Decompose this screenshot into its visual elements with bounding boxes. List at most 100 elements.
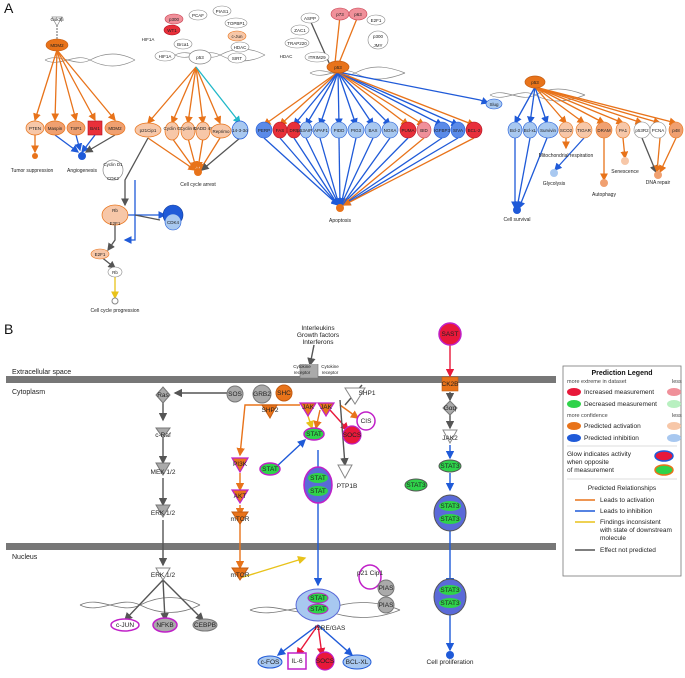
node-pias1: PIAS1 bbox=[216, 9, 229, 14]
dna-helix-icon bbox=[44, 48, 586, 102]
node-cytokine-receptor-1: Cytokine bbox=[293, 364, 311, 369]
node-pig3: PIG3 bbox=[351, 128, 362, 133]
legend-pred-activation: Predicted activation bbox=[584, 423, 641, 430]
node-socs-a: SOCS bbox=[343, 432, 362, 439]
node-ptp1b: PTP1B bbox=[337, 483, 358, 490]
node-mdm2: MDM2 bbox=[108, 126, 122, 131]
outcome-autophagy: Autophagy bbox=[592, 192, 616, 198]
node-reprimo: Reprimo bbox=[212, 129, 230, 134]
label-cytoplasm: Cytoplasm bbox=[12, 389, 45, 396]
node-cyclin-g: Cyclin G bbox=[163, 126, 181, 131]
node-pi3k: PI3K bbox=[233, 461, 248, 468]
node-siva: SIVA bbox=[453, 128, 463, 133]
node-mek12: MEK 1/2 bbox=[151, 469, 176, 476]
node-jmy: JMY bbox=[374, 43, 383, 48]
node-cyclin-k: Cyclin K bbox=[180, 126, 197, 131]
legend-rel-activation: Leads to activation bbox=[600, 497, 655, 504]
legend-more-confidence: more confidence bbox=[567, 413, 608, 419]
node-bclxl-b: BCL-XL bbox=[346, 659, 369, 666]
node-p53-a: p53 bbox=[196, 55, 204, 60]
node-p21cip1: p21Cip1 bbox=[140, 128, 157, 133]
node-hdac: HDAC bbox=[234, 45, 248, 50]
legend-less-2: less bbox=[672, 413, 682, 419]
node-grb2: GRB2 bbox=[253, 391, 271, 398]
node-e2f1-a: E2F1 bbox=[110, 221, 121, 226]
legend-rel-inconsistent-2: with state of downstream bbox=[599, 527, 672, 534]
dna-helix-icon bbox=[79, 597, 401, 618]
node-apaf1: APAF1 bbox=[314, 128, 328, 133]
node-stat3-c2: STAT3 bbox=[440, 516, 460, 523]
outcome-mitochondrial-respiration: Mitochondrial respiration bbox=[539, 153, 594, 159]
node-p48: p48 bbox=[672, 128, 680, 133]
panel-b-label: B bbox=[4, 321, 13, 337]
node-gaq: Gαq bbox=[444, 405, 457, 412]
node-stat-c1: STAT bbox=[310, 475, 326, 482]
node-bclxl-a: Bcl-xL bbox=[524, 128, 537, 133]
node-tigar: TIGAR bbox=[577, 128, 592, 133]
node-mtor-cyt: mTOR bbox=[230, 516, 249, 523]
node-p53-c: p53 bbox=[531, 80, 539, 85]
node-cis: CIS bbox=[361, 418, 373, 425]
legend-glow-1: Glow indicates activity bbox=[567, 451, 632, 458]
node-stat3-a: STAT3 bbox=[440, 463, 460, 470]
legend-less-1: less bbox=[672, 379, 682, 385]
node-p53aip1: p53AIP1 bbox=[297, 128, 315, 133]
node-bcl2: BCL-2 bbox=[468, 128, 481, 133]
node-stat-b: STAT bbox=[262, 466, 278, 473]
legend-decreased: Decreased measurement bbox=[584, 401, 657, 408]
node-cytokine-receptor-4: receptor bbox=[322, 370, 339, 375]
node-brca1: Brca1 bbox=[177, 42, 189, 47]
outcome-apoptosis: Apoptosis bbox=[329, 218, 351, 224]
node-e2f1-b: E2F1 bbox=[95, 252, 106, 257]
node-igfbp3: IGFBP3 bbox=[434, 128, 451, 133]
node-hif1a: HIF1A bbox=[159, 54, 172, 59]
legend-glow-2: when opposite bbox=[566, 459, 609, 466]
node-cytokine-receptor-3: Cytokine bbox=[321, 364, 339, 369]
node-rb-a: Rb bbox=[112, 208, 118, 213]
node-cfos: c-FOS bbox=[261, 659, 280, 666]
outcome-tumor-suppression: Tumor suppression bbox=[11, 168, 54, 174]
node-maspin: Maspin bbox=[48, 126, 63, 131]
node-fas: FAS bbox=[276, 128, 285, 133]
node-erk12-cyt: ERK 1/2 bbox=[151, 510, 176, 517]
node-stat-c2: STAT bbox=[310, 488, 326, 495]
node-mdm2-top: MDM2 bbox=[50, 43, 64, 48]
label-nucleus: Nucleus bbox=[12, 554, 38, 561]
node-cdk2: CDK2 bbox=[107, 176, 120, 181]
node-growth-factors: Growth factors bbox=[297, 332, 340, 339]
node-zac1: ZAC1 bbox=[294, 28, 306, 33]
nuclear-membrane bbox=[6, 543, 556, 550]
node-tsp1: TSP1 bbox=[70, 126, 82, 131]
node-stat-a: STAT bbox=[306, 431, 322, 438]
node-ck2b: CK2B bbox=[442, 381, 459, 388]
node-aspp: ASPP bbox=[304, 16, 316, 21]
node-p53-b: p53 bbox=[334, 65, 342, 70]
legend-rel-inhibition: Leads to inhibition bbox=[600, 508, 653, 515]
node-wt1: WT1 bbox=[167, 28, 177, 33]
legend-title: Prediction Legend bbox=[591, 370, 652, 377]
legend-increased: Increased measurement bbox=[584, 389, 654, 396]
node-craf: c-Raf bbox=[155, 432, 171, 439]
node-pidd: PIDD bbox=[334, 128, 346, 133]
node-erk12-nuc: ERK 1/2 bbox=[151, 572, 176, 579]
node-sast: SAST bbox=[442, 331, 459, 338]
node-sco2: SCO2 bbox=[560, 128, 573, 133]
node-pa1: PA1 bbox=[619, 128, 628, 133]
outcome-cell-cycle-progression: Cell cycle progression bbox=[91, 308, 140, 314]
outcome-dna-repair: DNA repair bbox=[646, 180, 671, 186]
node-jak-1: JAK bbox=[302, 404, 315, 411]
node-bid: BID bbox=[420, 128, 428, 133]
prediction-legend: Prediction Legend more extreme in datase… bbox=[562, 365, 682, 577]
outcome-angiogenesis: Angiogenesis bbox=[67, 168, 98, 174]
panel-a-group4: p53 Bcl-2 Bcl-xL Survivin SCO2 TIGAR DRA… bbox=[504, 75, 684, 223]
legend-rel-title: Predicted Relationships bbox=[588, 485, 657, 492]
node-slug: Slug bbox=[489, 102, 499, 107]
panel-a-group3: ASPP p73 p63 E2F1 ZAC1 p300 JMY TRAP220 … bbox=[255, 7, 503, 224]
panel-a-group1: Gsk3β MDM2 PTEN Maspin TSP1 BAI1 MDM2 Tu… bbox=[11, 16, 126, 174]
node-jak2: JAK2 bbox=[442, 435, 458, 442]
node-nfkb: NFKB bbox=[156, 622, 173, 629]
node-puma: PUMA bbox=[401, 128, 414, 133]
node-cjun: c-Jun bbox=[231, 34, 243, 39]
node-cebpb: CEBPB bbox=[194, 622, 216, 629]
node-sirt: SIRT bbox=[232, 56, 242, 61]
